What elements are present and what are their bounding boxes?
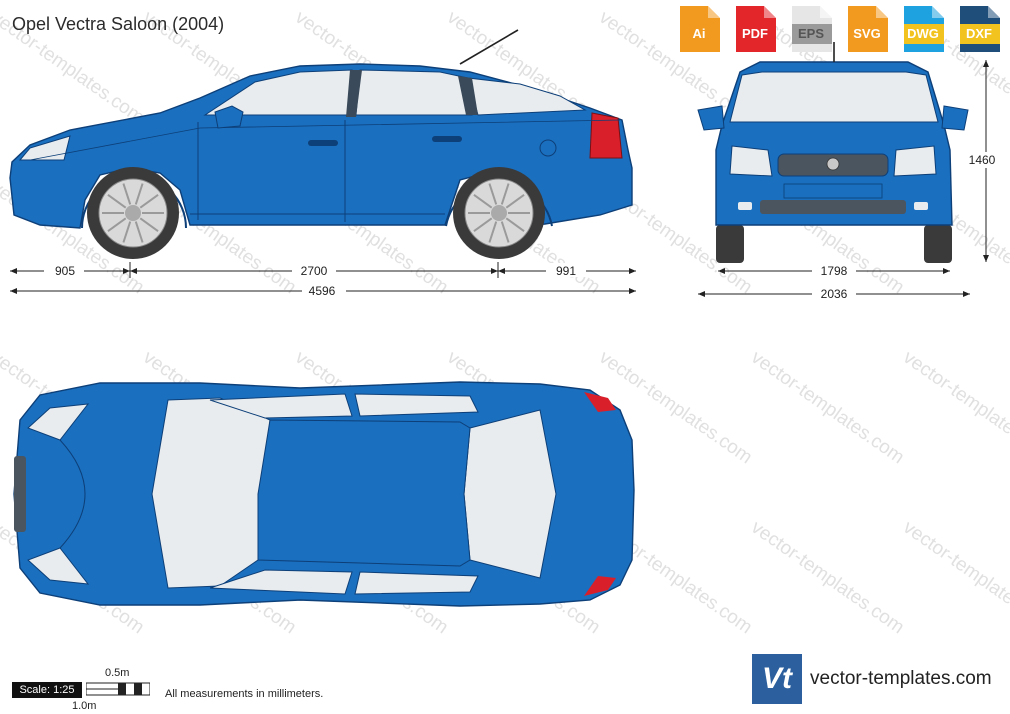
dim-length: 4596 [309,284,336,298]
wheel-spoke [488,221,498,243]
front-wheel [87,167,179,259]
scale-half-label: 0.5m [105,667,130,679]
top-side-window-upper [354,393,479,417]
side-headlight [18,135,71,161]
brand[interactable]: Vt vector-templates.com [752,654,1002,704]
front-number-plate [783,183,883,199]
front-air-intake [760,200,906,214]
side-c-pillar [458,76,478,115]
measurement-note: All measurements in millimeters. [165,688,324,700]
format-badge-eps[interactable]: EPS [788,6,834,52]
side-front-window [203,69,353,116]
format-badge-dwg[interactable]: DWG [900,6,946,52]
wheel-spoke [500,221,510,243]
top-roof [257,419,471,567]
top-headlight [27,547,90,585]
dim-track: 1798 [821,264,848,278]
dim-front-overhang: 905 [55,264,75,278]
dimension-labels: 905 2700 991 4596 1798 2036 1460 [44,152,1007,301]
wheel-spoke [500,183,510,205]
brand-logo-icon: Vt [752,654,802,704]
side-door-handle [308,140,338,146]
front-windscreen [729,71,939,123]
watermark-text: vector-templates.com [747,347,908,468]
format-badge-dxf[interactable]: DXF [956,6,1002,52]
dim-rear-overhang: 991 [556,264,576,278]
format-badges: Ai PDF EPS SVG DWG DXF [670,6,1010,54]
top-front-grille [14,456,26,532]
top-rear-window [463,409,557,579]
dim-height: 1460 [969,153,996,167]
wheel-spoke [473,193,493,209]
top-bonnet-line [59,439,86,549]
format-badge-pdf[interactable]: PDF [732,6,778,52]
wheel-spoke [488,183,498,205]
wheel-spoke [122,221,132,243]
top-side-window-lower [209,569,353,595]
watermark-text: vector-templates.com [899,517,1010,638]
top-headlight [27,403,90,441]
wheel-spoke [107,193,127,209]
side-b-pillar [346,70,362,117]
antenna-icon [459,29,519,65]
watermark-text: vector-templates.com [899,347,1010,468]
side-view [9,29,633,259]
scale-label: Scale: 1:25 [12,682,82,698]
front-headlight-left [729,145,773,177]
top-view [13,381,635,607]
wheel-spoke [505,193,525,209]
front-fog-lamp [914,202,928,210]
front-view [697,42,969,263]
wheel-spokes [102,183,530,243]
wheel-spoke [473,217,493,233]
wheel-spoke [139,193,159,209]
top-side-window-lower [354,571,479,595]
side-taillight [589,112,623,159]
wheel-spoke [134,221,144,243]
wheel-spoke [134,183,144,205]
wheel-spoke [505,217,525,233]
rear-wheel [453,167,545,259]
top-taillight [584,576,616,596]
top-side-window-upper [209,393,353,419]
dim-wheelbase: 2700 [301,264,328,278]
front-mirror-right [941,105,969,131]
wheel-spoke [122,183,132,205]
wheel-spoke [139,217,159,233]
top-windscreen [151,397,271,589]
page-title: Opel Vectra Saloon (2004) [12,14,225,34]
front-fog-lamp [738,202,752,210]
watermark-text: vector-templates.com [747,517,908,638]
wheel-spoke [107,217,127,233]
format-badge-svg[interactable]: SVG [844,6,890,52]
dimension-arrows [10,60,989,297]
dim-width: 2036 [821,287,848,301]
side-middle-window [355,69,473,116]
side-mirror [214,105,244,129]
side-fuel-cap [539,139,557,157]
front-headlight-right [893,145,937,177]
side-door-handle [432,136,462,142]
side-character-line [29,119,621,161]
front-tyre-right [924,225,952,263]
opel-logo-icon [826,157,840,171]
brand-text: vector-templates.com [810,668,992,689]
scale-full-label: 1.0m [72,700,97,712]
format-badge-ai[interactable]: Ai [676,6,722,52]
scale-bar [86,682,150,696]
front-mirror-left [697,105,725,131]
top-taillight [584,392,616,412]
front-tyre-left [716,225,744,263]
